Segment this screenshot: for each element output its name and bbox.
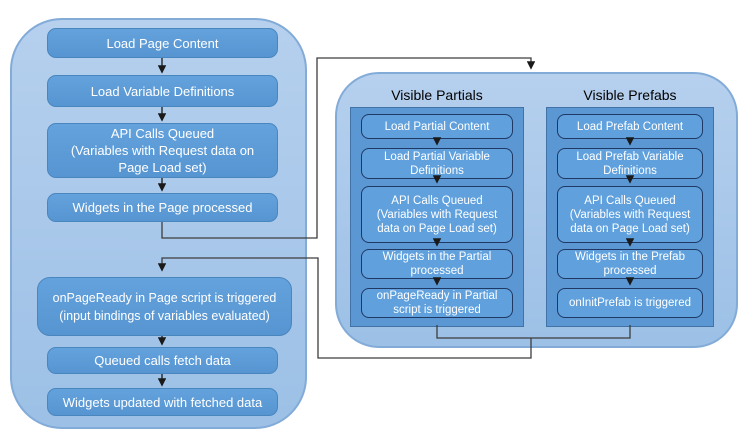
step-queued-calls-fetch-data: Queued calls fetch data — [47, 347, 278, 374]
partials-column: Load Partial Content Load Partial Variab… — [350, 107, 524, 327]
prefabs-column: Load Prefab Content Load Prefab Variable… — [546, 107, 714, 327]
step-widgets-in-partial-processed: Widgets in the Partial processed — [361, 249, 513, 279]
step-widgets-in-prefab-processed: Widgets in the Prefab processed — [557, 249, 703, 279]
step-onpageready-page-triggered: onPageReady in Page script is triggered … — [37, 277, 292, 336]
step-widgets-in-page-processed: Widgets in the Page processed — [47, 193, 278, 222]
step-load-variable-definitions: Load Variable Definitions — [47, 75, 278, 107]
step-api-calls-queued-partial: API Calls Queued (Variables with Request… — [361, 186, 513, 243]
step-oninitprefab-triggered: onInitPrefab is triggered — [557, 288, 703, 318]
step-load-prefab-content: Load Prefab Content — [557, 114, 703, 139]
step-load-prefab-variable-definitions: Load Prefab Variable Definitions — [557, 148, 703, 179]
step-api-calls-queued-prefab: API Calls Queued (Variables with Request… — [557, 186, 703, 243]
step-widgets-updated-fetched-data: Widgets updated with fetched data — [47, 388, 278, 416]
partials-title: Visible Partials — [391, 87, 483, 103]
step-api-calls-queued-page: API Calls Queued (Variables with Request… — [47, 123, 278, 178]
step-load-partial-variable-definitions: Load Partial Variable Definitions — [361, 148, 513, 179]
step-load-page-content: Load Page Content — [47, 28, 278, 58]
step-load-partial-content: Load Partial Content — [361, 114, 513, 139]
step-onpageready-partial-triggered: onPageReady in Partial script is trigger… — [361, 288, 513, 318]
prefabs-title: Visible Prefabs — [583, 87, 677, 103]
